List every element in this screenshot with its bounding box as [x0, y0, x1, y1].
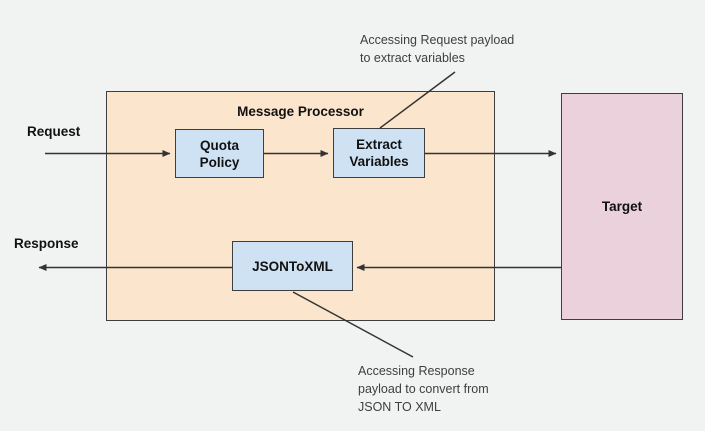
quota-policy-node: Quota Policy — [175, 129, 264, 178]
request-label: Request — [27, 124, 81, 139]
target-node: Target — [561, 93, 683, 320]
extract-variables-node: Extract Variables — [333, 128, 425, 178]
jsontoxml-node: JSONToXML — [232, 241, 353, 291]
message-processor-title: Message Processor — [237, 104, 364, 119]
request-payload-annotation: Accessing Request payload to extract var… — [360, 33, 515, 65]
response-label: Response — [14, 236, 79, 251]
response-payload-annotation: Accessing Response payload to convert fr… — [358, 364, 489, 414]
